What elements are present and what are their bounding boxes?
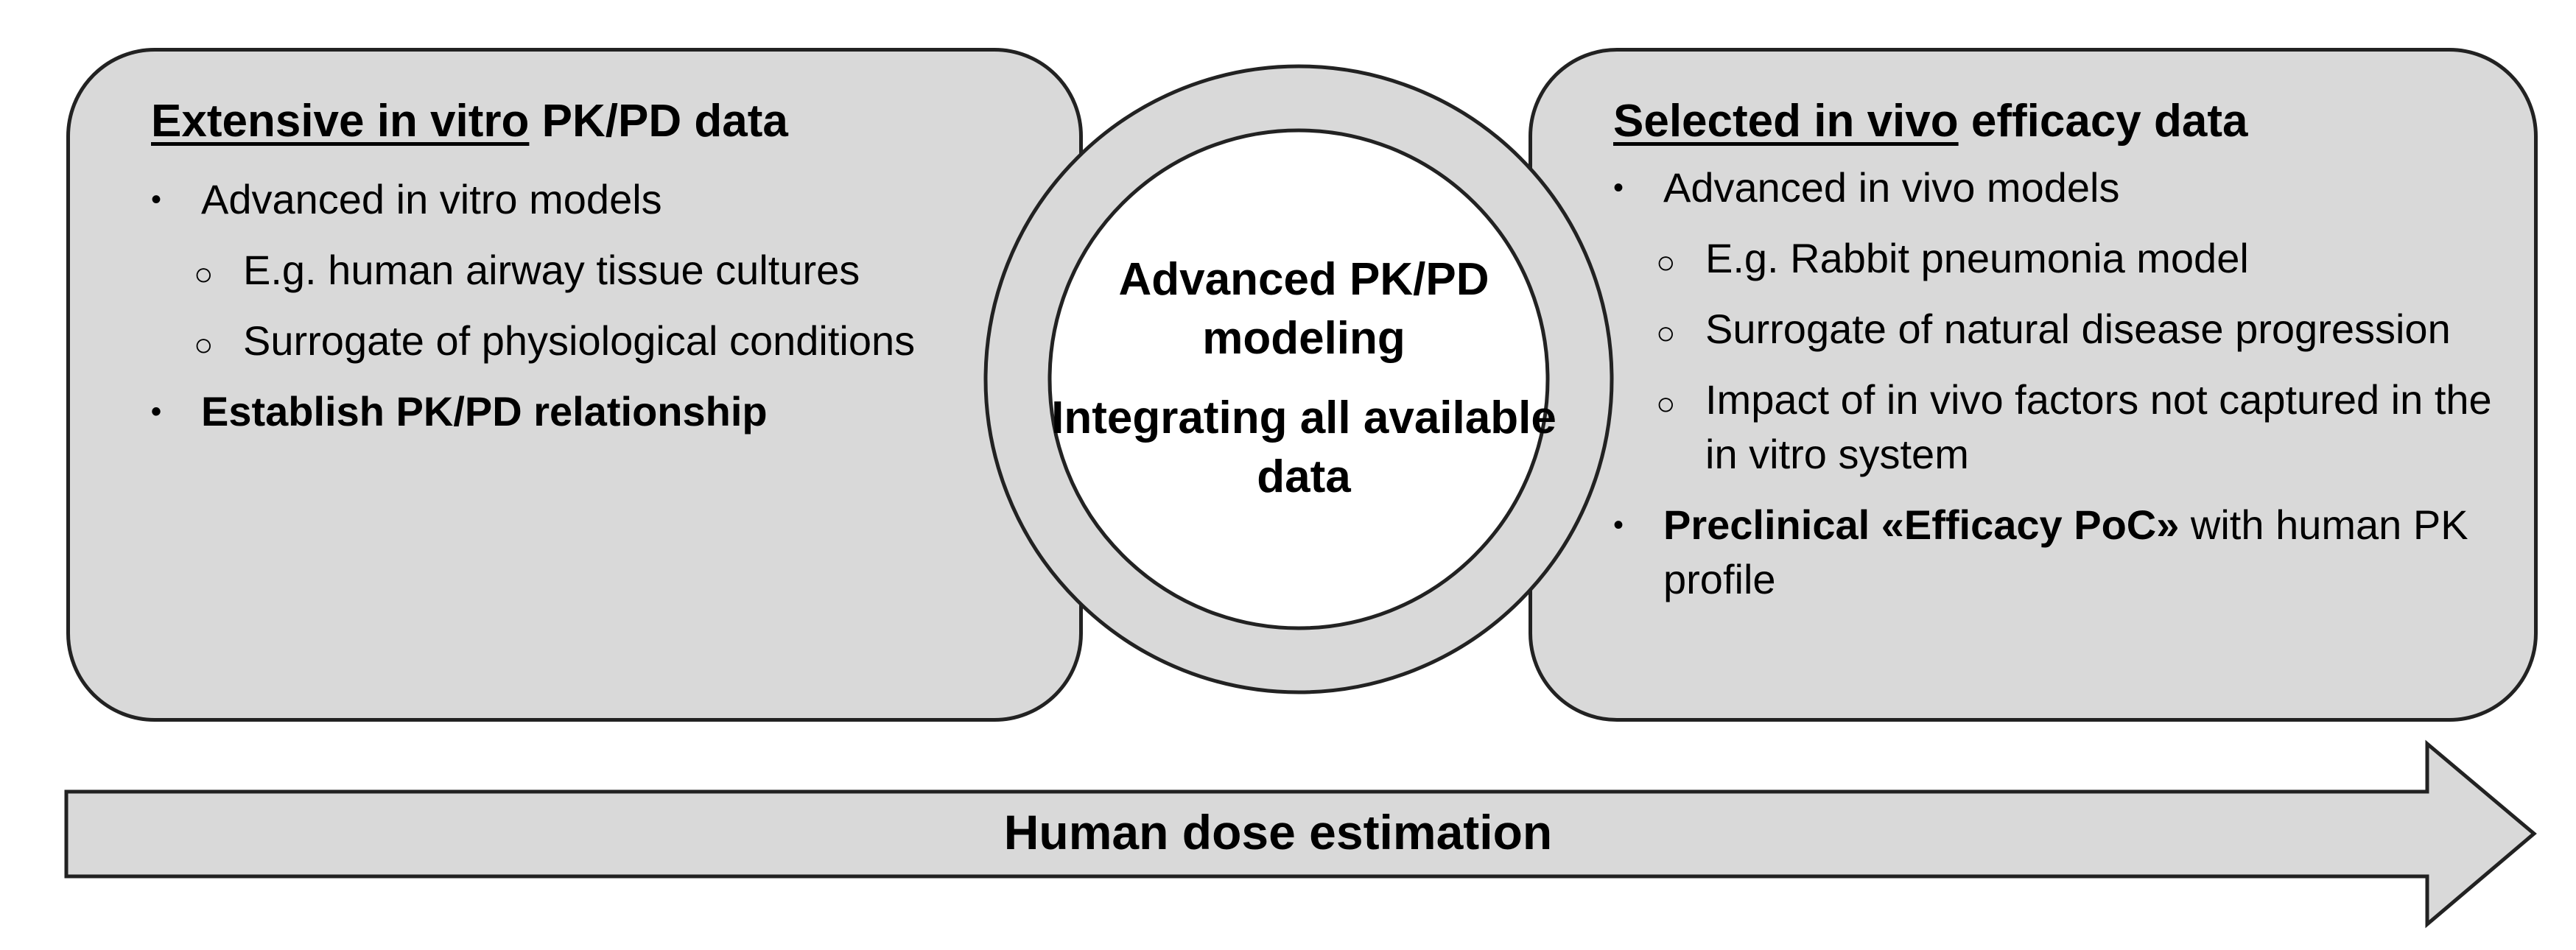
arrow-shape xyxy=(64,739,2537,929)
left-panel-title: Extensive in vitro PK/PD data xyxy=(151,88,1042,155)
bullet-icon: • xyxy=(151,183,162,216)
center-line-2: Integrating all available data xyxy=(1051,393,1557,502)
list-item: • Advanced in vivo models xyxy=(1547,161,2519,215)
list-item: • Establish PK/PD relationship xyxy=(85,384,1042,439)
bullet-icon: • xyxy=(1613,172,1624,204)
right-panel-title: Selected in vivo efficacy data xyxy=(1613,88,2519,155)
center-line-1: Advanced PK/PD modeling xyxy=(1118,254,1489,364)
list-item: ○ E.g. human airway tissue cultures xyxy=(85,243,1042,298)
list-item: ○ E.g. Rabbit pneumonia model xyxy=(1547,231,2519,286)
left-bullet-list: • Advanced in vitro models ○ E.g. human ai… xyxy=(85,172,1042,439)
list-item-text: Impact of in vivo factors not captured i… xyxy=(1705,376,2492,477)
list-item: ○ Surrogate of natural disease progressio… xyxy=(1547,302,2519,356)
list-item: ○ Surrogate of physiological conditions xyxy=(85,314,1042,368)
bullet-icon: • xyxy=(1613,509,1624,541)
right-bullet-list: • Advanced in vivo models ○ E.g. Rabbit pn… xyxy=(1547,161,2519,607)
right-panel-box xyxy=(1529,48,2538,722)
list-item-text: Advanced in vitro models xyxy=(201,176,662,222)
center-label: Advanced PK/PD modeling Integrating all … xyxy=(1046,250,1562,507)
left-title-underlined: Extensive in vitro xyxy=(151,96,530,147)
list-item: • Advanced in vitro models xyxy=(85,172,1042,227)
list-item-text: Surrogate of natural disease progression xyxy=(1705,306,2451,352)
circle-bullet-icon: ○ xyxy=(1656,386,1676,422)
list-item-text: Establish PK/PD relationship xyxy=(201,388,768,434)
arrow-label: Human dose estimation xyxy=(1003,805,1553,859)
circle-bullet-icon: ○ xyxy=(1656,244,1676,281)
inner-circle xyxy=(1047,128,1550,630)
list-item: ○ Impact of in vivo factors not captured … xyxy=(1547,373,2519,482)
circle-bullet-icon: ○ xyxy=(194,327,214,363)
list-item-text: E.g. Rabbit pneumonia model xyxy=(1705,235,2249,281)
left-panel-box xyxy=(66,48,1083,722)
bullet-icon: • xyxy=(151,395,162,428)
list-item-text: E.g. human airway tissue cultures xyxy=(243,247,860,293)
list-item-bold-text: Preclinical «Efficacy PoC» xyxy=(1663,502,2180,548)
list-item: • Preclinical «Efficacy PoC» with human P… xyxy=(1547,498,2519,607)
right-panel: Selected in vivo efficacy data • Advanced… xyxy=(1547,88,2519,623)
list-item-text: Advanced in vivo models xyxy=(1663,164,2120,211)
left-title-rest: PK/PD data xyxy=(529,96,788,147)
circle-bullet-icon: ○ xyxy=(1656,315,1676,351)
right-title-rest: efficacy data xyxy=(1958,96,2248,147)
list-item-text: Surrogate of physiological conditions xyxy=(243,317,916,364)
list-item-text: with human PK profile xyxy=(1663,502,2468,602)
right-title-underlined: Selected in vivo xyxy=(1613,96,1959,147)
circle-bullet-icon: ○ xyxy=(194,256,214,292)
left-panel: Extensive in vitro PK/PD data • Advanced … xyxy=(85,88,1042,455)
